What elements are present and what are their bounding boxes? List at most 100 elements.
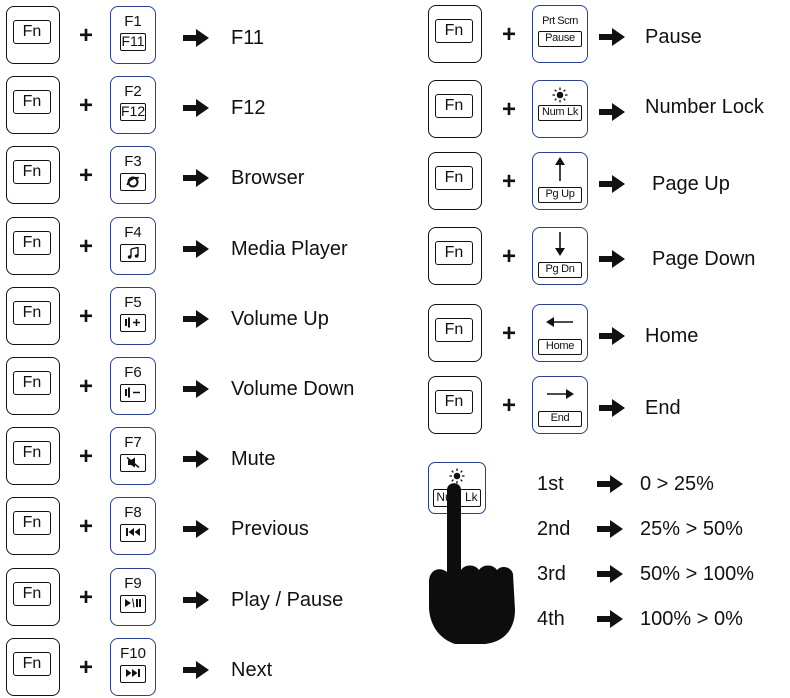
shortcut-row: Fn + F9 Play / Pause	[0, 567, 380, 628]
special-key: Num Lk	[532, 80, 588, 138]
fn-key-label: Fn	[13, 581, 51, 606]
special-key: Pg Dn	[532, 227, 588, 285]
function-key-bottom	[120, 313, 146, 332]
arrow-right-icon	[545, 387, 575, 405]
fn-key: Fn	[428, 304, 482, 362]
function-key-top-label: F3	[124, 153, 142, 171]
shortcut-row: Fn + Num Lk Number Lock	[0, 80, 790, 140]
shortcut-result: Media Player	[231, 237, 348, 260]
function-key-top-label: F4	[124, 223, 142, 241]
arrow-right-icon	[182, 379, 210, 399]
shortcut-result: F12	[231, 97, 266, 120]
shortcut-row: Fn + F4 Media Player	[0, 216, 380, 277]
shortcut-result: Number Lock	[645, 96, 764, 118]
function-key-bottom	[120, 524, 146, 543]
shortcut-result: Volume Down	[231, 378, 355, 400]
function-key-bottom	[120, 173, 146, 192]
fn-key-label: Fn	[13, 651, 51, 676]
function-key: F4	[110, 216, 156, 275]
shortcut-result: F11	[231, 27, 264, 49]
function-key-bottom	[120, 664, 146, 683]
special-key-bottom-label: End	[538, 411, 582, 427]
plus-sign: +	[79, 162, 94, 190]
fn-key-label: Fn	[435, 94, 473, 118]
plus-sign: +	[79, 513, 94, 541]
shortcut-result: Volume Up	[231, 307, 329, 330]
shortcut-result: Mute	[231, 448, 276, 471]
fn-key: Fn	[428, 152, 482, 210]
shortcut-row: Fn + F6 Volume Down	[0, 357, 380, 417]
fn-key: Fn	[6, 567, 60, 626]
fn-key: Fn	[6, 427, 60, 486]
fn-key-label: Fn	[13, 90, 51, 115]
fn-key: Fn	[428, 5, 482, 63]
arrow-right-icon	[596, 609, 624, 629]
arrow-right-icon	[598, 174, 626, 194]
play-pause-icon	[121, 598, 145, 608]
function-key: F6	[110, 357, 156, 415]
fn-key: Fn	[6, 6, 60, 64]
plus-sign: +	[502, 21, 517, 48]
shortcut-result: Play / Pause	[231, 588, 344, 611]
plus-sign: +	[502, 243, 517, 270]
fn-key: Fn	[6, 216, 60, 275]
brightness-level-result: 25% > 50%	[640, 518, 743, 540]
plus-sign: +	[79, 232, 94, 260]
function-key-bottom	[120, 454, 146, 473]
plus-sign: +	[502, 320, 517, 347]
fn-key-label: Fn	[13, 441, 51, 466]
next-track-icon	[121, 668, 145, 678]
shortcut-row: Fn + Home Home	[0, 304, 790, 364]
function-key-bottom-label: F11	[121, 33, 145, 49]
plus-sign: +	[79, 653, 94, 681]
function-key: F9	[110, 567, 156, 626]
arrow-right-icon	[596, 519, 624, 539]
shortcut-row: Fn + F10 Next	[0, 637, 380, 698]
plus-sign: +	[79, 583, 94, 611]
special-key-bottom-label: Home	[538, 339, 582, 355]
fn-key: Fn	[428, 80, 482, 138]
arrow-down-icon	[554, 232, 566, 261]
function-key-top-label: F9	[124, 574, 142, 592]
fn-key-label: Fn	[13, 160, 51, 185]
plus-sign: +	[79, 22, 94, 49]
function-key-bottom	[120, 384, 146, 402]
brightness-level-result: 0 > 25%	[640, 473, 714, 495]
function-key-bottom	[120, 594, 146, 613]
brightness-icon	[552, 87, 568, 108]
special-key-bottom-label: Pause	[538, 31, 582, 47]
shortcut-result: Page Up	[652, 173, 730, 195]
shortcut-row: Fn + F7 Mute	[0, 427, 380, 487]
plus-sign: +	[502, 96, 517, 123]
special-key-top-label: Prt Scrn	[542, 15, 578, 27]
function-key-top-label: F7	[124, 434, 142, 452]
arrow-right-icon	[598, 326, 626, 346]
fn-key-label: Fn	[13, 300, 51, 325]
fn-key-label: Fn	[435, 390, 473, 414]
arrow-right-icon	[598, 398, 626, 418]
brightness-press-label: 1st	[537, 473, 564, 495]
function-key-top-label: F5	[124, 293, 142, 311]
special-key: Home	[532, 304, 588, 362]
fn-key: Fn	[6, 497, 60, 556]
shortcut-row: Fn + F8 Previous	[0, 497, 380, 557]
fn-key-label: Fn	[13, 230, 51, 255]
arrow-right-icon	[598, 27, 626, 47]
function-key-bottom-label: F12	[121, 103, 146, 120]
mute-icon	[121, 457, 145, 469]
shortcut-result: End	[645, 397, 681, 419]
arrow-right-icon	[182, 239, 210, 259]
shortcut-result: Page Down	[652, 248, 756, 270]
brightness-level-result: 100% > 0%	[640, 608, 743, 630]
shortcut-row: Fn + F3 Browser	[0, 146, 380, 206]
function-key-bottom: F12	[120, 103, 146, 122]
special-key: Pg Up	[532, 152, 588, 210]
function-key: F5	[110, 286, 156, 345]
function-key: F2 F12	[110, 76, 156, 135]
arrow-right-icon	[182, 98, 210, 118]
volume-up-icon	[121, 317, 145, 328]
fn-key-label: Fn	[13, 511, 51, 536]
function-key: F10	[110, 637, 156, 696]
plus-sign: +	[79, 92, 94, 120]
